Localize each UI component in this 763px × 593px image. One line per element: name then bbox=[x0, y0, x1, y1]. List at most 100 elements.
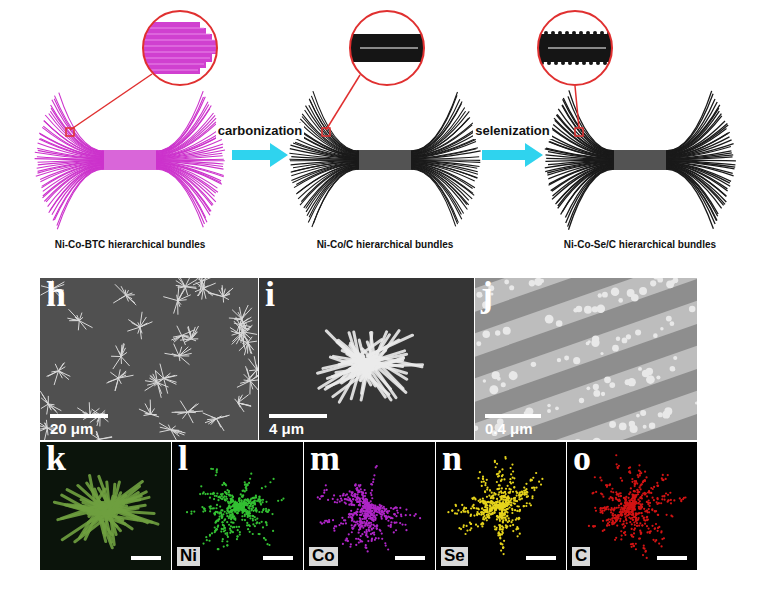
map-dot bbox=[246, 504, 248, 506]
map-dot bbox=[258, 496, 260, 498]
sem-particle bbox=[489, 385, 498, 394]
map-dot bbox=[265, 521, 267, 523]
sem-needle bbox=[202, 278, 214, 281]
map-dot bbox=[262, 499, 264, 501]
map-dot bbox=[326, 489, 328, 491]
map-dot bbox=[261, 511, 263, 513]
map-dot bbox=[235, 506, 237, 508]
map-dot bbox=[243, 503, 245, 505]
sem-particle bbox=[662, 411, 670, 419]
map-dot bbox=[243, 508, 245, 510]
sem-particle bbox=[576, 306, 582, 312]
bundle-waist bbox=[102, 152, 158, 154]
map-dot bbox=[404, 524, 406, 526]
map-dot bbox=[268, 509, 270, 511]
map-dot bbox=[360, 488, 362, 490]
bundle-fiber bbox=[156, 167, 210, 215]
map-dot bbox=[226, 544, 228, 546]
map-dot bbox=[244, 519, 246, 521]
map-dot bbox=[362, 491, 364, 493]
bundle-fiber bbox=[306, 167, 359, 209]
bundle-fiber bbox=[566, 168, 614, 223]
sem-particle bbox=[602, 292, 608, 298]
map-dot bbox=[203, 508, 205, 510]
map-dot bbox=[239, 531, 241, 533]
sem-particle bbox=[612, 345, 619, 352]
map-dot bbox=[366, 498, 368, 500]
map-dot bbox=[258, 500, 260, 502]
map-dot bbox=[405, 514, 407, 516]
map-dot bbox=[217, 499, 219, 501]
sem-needle bbox=[90, 439, 99, 440]
sem-needle bbox=[157, 383, 161, 398]
map-dot bbox=[237, 507, 239, 509]
sem-needle bbox=[111, 356, 121, 357]
sem-needle bbox=[249, 369, 257, 371]
map-dot bbox=[247, 507, 249, 509]
map-dot bbox=[209, 535, 211, 537]
map-dot bbox=[369, 526, 371, 528]
map-dot bbox=[371, 528, 373, 530]
sem-needle bbox=[127, 327, 140, 331]
map-dot bbox=[399, 522, 401, 524]
sem-rod bbox=[371, 368, 390, 389]
map-dot bbox=[224, 518, 226, 520]
sem-needle bbox=[243, 332, 248, 336]
sem-needle bbox=[232, 310, 242, 319]
sem-needle bbox=[151, 414, 157, 416]
sem-needle bbox=[179, 353, 192, 355]
map-dot bbox=[261, 521, 263, 523]
map-dot bbox=[249, 517, 251, 519]
bundle-waist bbox=[612, 166, 668, 168]
map-dot bbox=[229, 528, 231, 530]
map-dot bbox=[227, 508, 229, 510]
sem-needle bbox=[128, 320, 140, 328]
sem-needle bbox=[198, 278, 203, 288]
map-dot bbox=[230, 518, 232, 520]
map-dot bbox=[202, 510, 204, 512]
map-dot bbox=[370, 523, 372, 525]
sem-needle bbox=[248, 370, 256, 380]
map-dot bbox=[249, 515, 251, 517]
map-dot bbox=[226, 507, 228, 509]
map-dot bbox=[375, 526, 377, 528]
sem-image bbox=[259, 278, 474, 440]
map-dot bbox=[281, 499, 283, 501]
map-dot bbox=[217, 548, 219, 550]
map-dot bbox=[353, 521, 355, 523]
map-dot bbox=[253, 500, 255, 502]
sem-particle bbox=[627, 289, 635, 297]
map-dot bbox=[212, 468, 214, 470]
map-dot bbox=[228, 491, 230, 493]
map-dot bbox=[190, 510, 192, 512]
map-dot bbox=[370, 492, 372, 494]
map-dot bbox=[246, 483, 248, 485]
sem-particle bbox=[695, 401, 697, 404]
map-dot bbox=[405, 529, 407, 531]
map-dot bbox=[356, 510, 358, 512]
map-dot bbox=[358, 504, 360, 506]
sem-needle bbox=[191, 326, 198, 339]
map-dot bbox=[350, 543, 352, 545]
map-dot bbox=[222, 513, 224, 515]
map-dot bbox=[216, 511, 218, 513]
sem-rod bbox=[99, 476, 111, 507]
sem-needle bbox=[232, 335, 242, 345]
map-dot bbox=[217, 548, 219, 550]
sem-needle bbox=[41, 404, 48, 409]
map-dot bbox=[361, 521, 363, 523]
map-dot bbox=[244, 515, 246, 517]
sem-needle bbox=[174, 301, 178, 314]
map-dot bbox=[263, 537, 265, 539]
sem-needle bbox=[240, 320, 253, 324]
sem-needle bbox=[40, 391, 48, 404]
sem-needle bbox=[208, 419, 216, 424]
map-dot bbox=[347, 540, 349, 542]
map-dot bbox=[371, 483, 373, 485]
sem-particle bbox=[673, 356, 677, 360]
map-dot bbox=[245, 489, 247, 491]
map-dot bbox=[227, 536, 229, 538]
sem-needle bbox=[99, 437, 112, 440]
map-dot bbox=[244, 481, 246, 483]
map-dot bbox=[332, 498, 334, 500]
